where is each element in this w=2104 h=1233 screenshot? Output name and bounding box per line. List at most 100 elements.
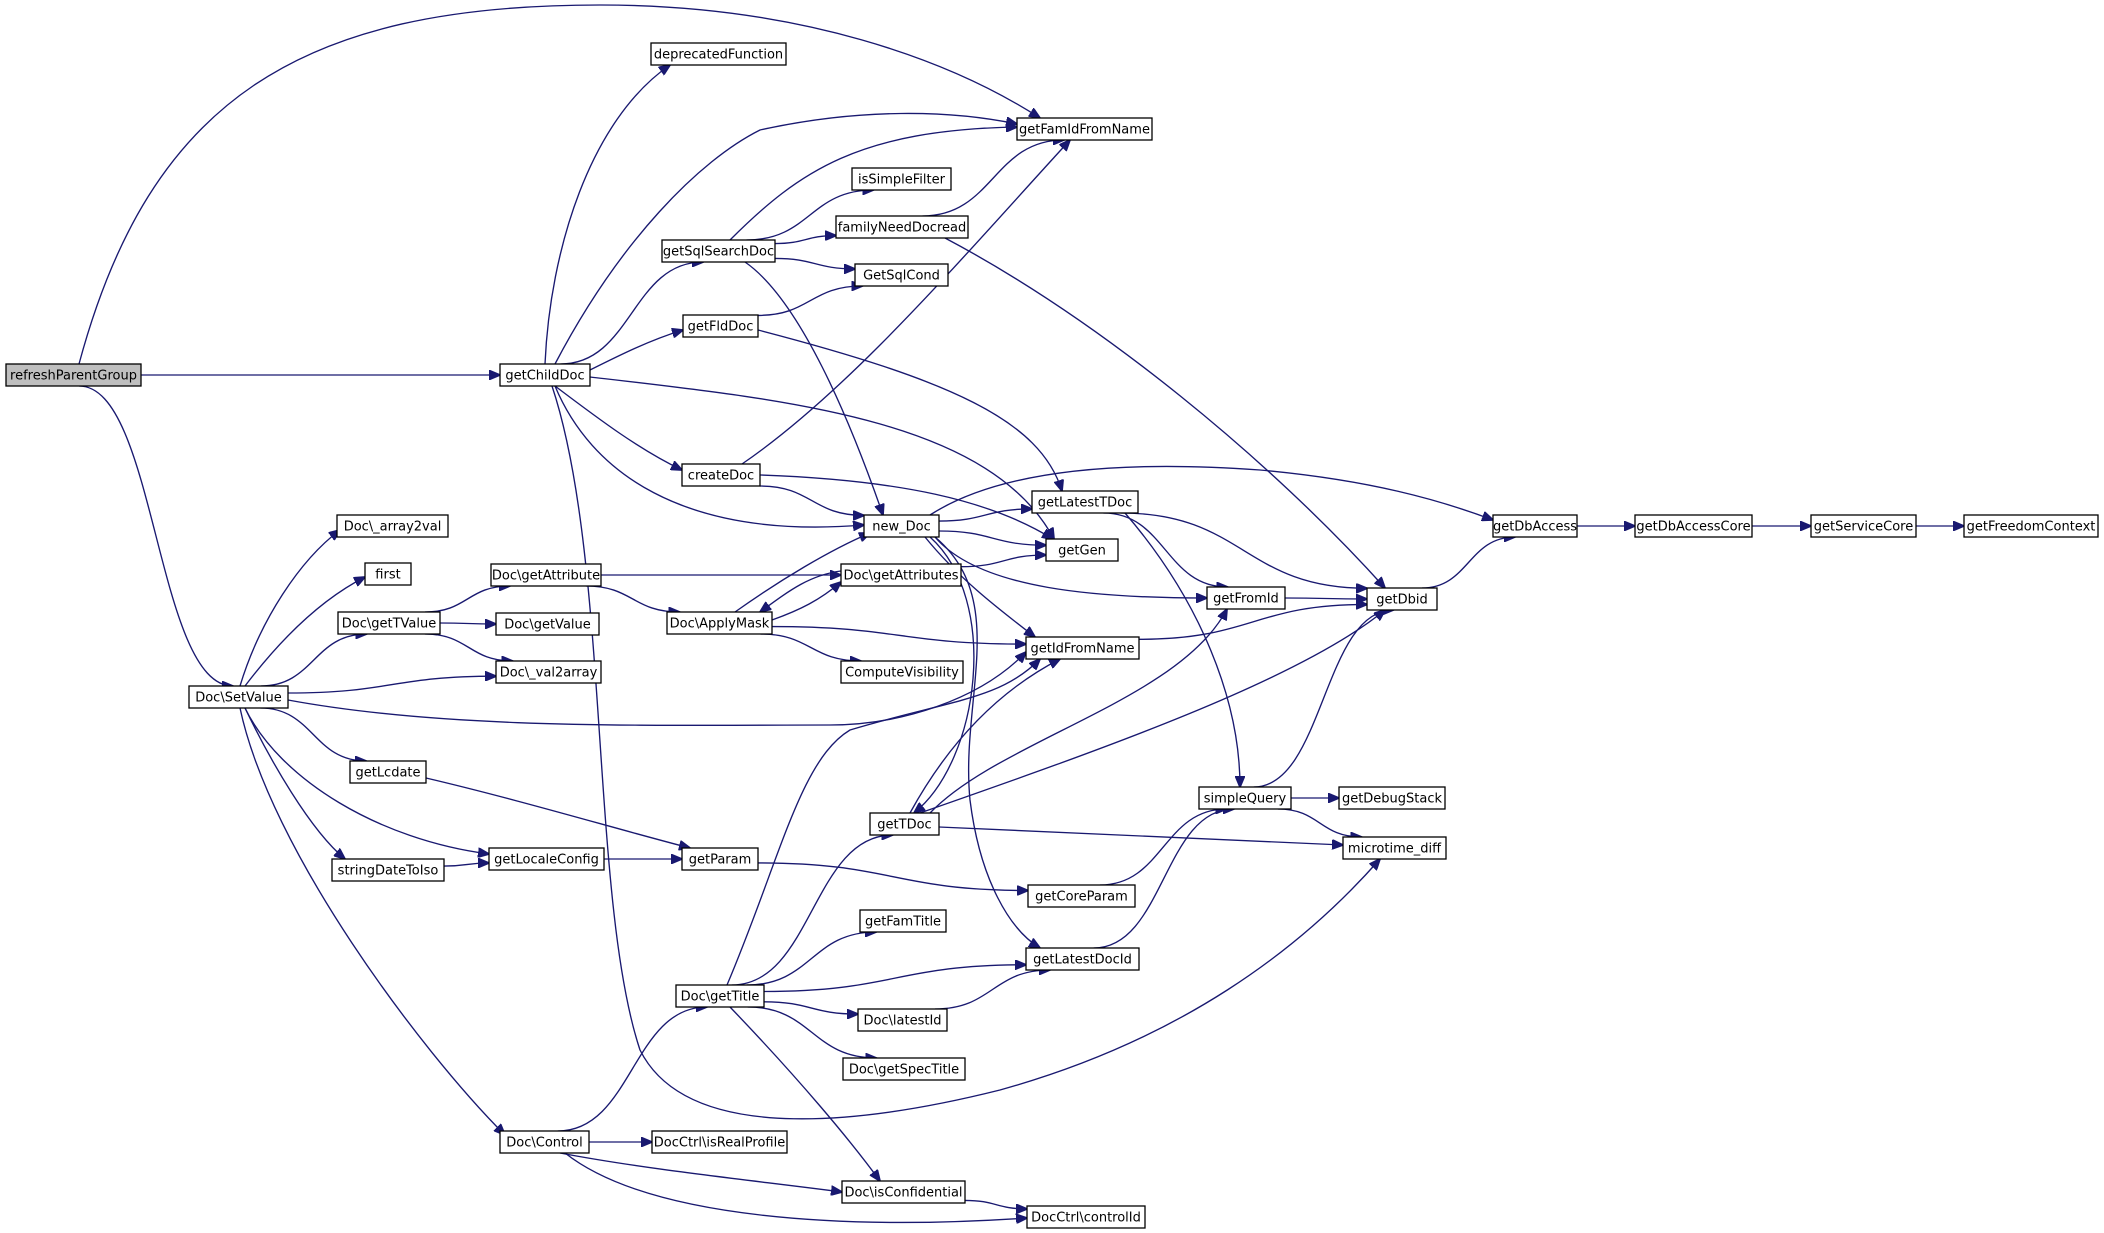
node-DocgetValue[interactable]: Doc\getValue — [495, 612, 600, 636]
node-DocgetAttribute[interactable]: Doc\getAttribute — [490, 563, 602, 587]
node-DocgetSpecTitle[interactable]: Doc\getSpecTitle — [842, 1057, 966, 1081]
node-ComputeVisibility[interactable]: ComputeVisibility — [840, 660, 964, 684]
node-box — [681, 463, 761, 487]
node-createDoc[interactable]: createDoc — [681, 463, 761, 487]
node-label: microtime_diff — [1348, 842, 1442, 857]
node-DocSetValue[interactable]: Doc\SetValue — [188, 685, 289, 709]
edge-DocisConfidential-to-DocCtrlcontrolId — [964, 1199, 1027, 1209]
edge-DocSetValue-to-DocgetTValue — [260, 634, 367, 687]
node-label: getChildDoc — [505, 369, 584, 384]
node-label: Doc\_array2val — [344, 520, 442, 535]
node-getLocaleConfig[interactable]: getLocaleConfig — [488, 847, 605, 871]
node-DocgetTitle[interactable]: Doc\getTitle — [675, 984, 765, 1008]
node-getTDoc[interactable]: getTDoc — [869, 812, 940, 836]
node-box — [840, 660, 964, 684]
node-getIdFromName[interactable]: getIdFromName — [1025, 636, 1140, 660]
edge-getLatestTDoc-to-getDbid — [1120, 512, 1367, 588]
node-stringDateToIso[interactable]: stringDateToIso — [331, 858, 445, 882]
edge-DocApplyMask-to-ComputeVisibility — [760, 633, 862, 661]
node-getFreedomContext[interactable]: getFreedomContext — [1963, 514, 2099, 538]
node-DocApplyMask[interactable]: Doc\ApplyMask — [666, 611, 773, 635]
node-DocControl[interactable]: Doc\Control — [499, 1130, 590, 1154]
node-getServiceCore[interactable]: getServiceCore — [1810, 514, 1917, 538]
node-isSimpleFilter[interactable]: isSimpleFilter — [851, 167, 952, 191]
node-box — [859, 909, 947, 933]
node-getDbid[interactable]: getDbid — [1366, 587, 1438, 611]
node-getFamTitle[interactable]: getFamTitle — [859, 909, 947, 933]
edge-getFldDoc-to-GetSqlCond — [757, 286, 863, 317]
edge-createDoc-to-getGen — [759, 474, 1053, 539]
node-deprecatedFunction[interactable]: deprecatedFunction — [650, 42, 787, 66]
node-DocCtrlcontrolId[interactable]: DocCtrl\controlId — [1026, 1205, 1146, 1229]
node-box — [349, 760, 427, 784]
node-getChildDoc[interactable]: getChildDoc — [499, 363, 591, 387]
edge-new_Doc-to-getGen — [938, 530, 1046, 545]
node-box — [5, 363, 142, 387]
node-DocgetTValue[interactable]: Doc\getTValue — [337, 611, 441, 635]
node-new_Doc[interactable]: new_Doc — [863, 514, 940, 538]
node-DocisConfidential[interactable]: Doc\isConfidential — [841, 1180, 966, 1204]
node-getDebugStack[interactable]: getDebugStack — [1338, 786, 1446, 810]
node-getCoreParam[interactable]: getCoreParam — [1027, 884, 1136, 908]
node-getSqlSearchDoc[interactable]: getSqlSearchDoc — [661, 239, 776, 263]
node-DocCtrlisRealProfile[interactable]: DocCtrl\isRealProfile — [651, 1130, 788, 1154]
nodes-layer: refreshParentGroup getChildDocDoc\SetValu… — [5, 42, 2099, 1229]
edge-getSqlSearchDoc-to-isSimpleFilter — [746, 190, 874, 241]
node-getLcdate[interactable]: getLcdate — [349, 760, 427, 784]
edge-getChildDoc-to-new_Doc — [554, 385, 864, 527]
node-label: getIdFromName — [1031, 642, 1135, 657]
node-refreshParentGroup[interactable]: refreshParentGroup — [5, 363, 142, 387]
edge-getIdFromName-to-getDbid — [1138, 604, 1367, 640]
edge-simpleQuery-to-microtime_diff — [1277, 808, 1362, 837]
node-DoclatestId[interactable]: Doc\latestId — [857, 1008, 948, 1032]
node-simpleQuery[interactable]: simpleQuery — [1198, 786, 1292, 810]
node-label: getFamIdFromName — [1019, 123, 1150, 138]
node-getDbAccessCore[interactable]: getDbAccessCore — [1634, 514, 1753, 538]
node-label: Doc\getAttribute — [492, 569, 600, 584]
node-getFldDoc[interactable]: getFldDoc — [682, 314, 759, 338]
node-box — [1045, 538, 1119, 562]
node-box — [857, 1008, 948, 1032]
node-label: getTDoc — [877, 818, 931, 833]
edge-new_Doc-to-getFromId — [934, 536, 1207, 598]
node-box — [650, 42, 787, 66]
node-Doc_array2val[interactable]: Doc\_array2val — [336, 514, 449, 538]
node-box — [1963, 514, 2099, 538]
edge-DocApplyMask-to-new_Doc — [734, 533, 870, 613]
node-label: deprecatedFunction — [654, 48, 783, 63]
edge-getChildDoc-to-createDoc — [554, 385, 682, 470]
node-label: GetSqlCond — [863, 269, 940, 284]
edge-familyNeedDocread-to-getDbid — [944, 237, 1385, 588]
edge-DocgetTitle-to-DoclatestId — [763, 1001, 858, 1014]
node-getFromId[interactable]: getFromId — [1206, 586, 1286, 610]
node-DocgetAttributes[interactable]: Doc\getAttributes — [840, 563, 962, 587]
node-getDbAccess[interactable]: getDbAccess — [1492, 514, 1578, 538]
node-box — [336, 514, 449, 538]
edge-getLatestTDoc-to-getFromId — [1103, 512, 1227, 587]
node-box — [661, 239, 776, 263]
node-getGen[interactable]: getGen — [1045, 538, 1119, 562]
node-label: getServiceCore — [1814, 520, 1913, 535]
node-microtime_diff[interactable]: microtime_diff — [1342, 836, 1447, 860]
edge-DocSetValue-to-DocControl — [239, 707, 505, 1135]
node-getParam[interactable]: getParam — [681, 847, 759, 871]
edge-getLcdate-to-getParam — [425, 777, 690, 848]
edge-getFromId-to-getDbid — [1284, 598, 1367, 599]
node-Doc_val2array[interactable]: Doc\_val2array — [495, 660, 602, 684]
node-getLatestDocId[interactable]: getLatestDocId — [1025, 947, 1140, 971]
node-first[interactable]: first — [364, 562, 412, 586]
node-label: getLatestDocId — [1033, 953, 1132, 968]
node-label: Doc\isConfidential — [844, 1186, 962, 1201]
node-box — [1025, 947, 1140, 971]
edge-DocgetAttribute-to-DocApplyMask — [585, 585, 680, 612]
node-box — [1338, 786, 1446, 810]
edge-DocSetValue-to-getLocaleConfig — [244, 707, 489, 854]
node-getLatestTDoc[interactable]: getLatestTDoc — [1031, 490, 1139, 514]
edge-refreshParentGroup-to-getFamIdFromName — [78, 4, 1040, 365]
node-label: Doc\getValue — [504, 618, 591, 633]
node-getFamIdFromName[interactable]: getFamIdFromName — [1016, 117, 1153, 141]
edge-DocApplyMask-to-getIdFromName — [771, 625, 1026, 645]
node-familyNeedDocread[interactable]: familyNeedDocread — [835, 215, 969, 239]
node-label: Doc\getAttributes — [843, 569, 958, 584]
node-GetSqlCond[interactable]: GetSqlCond — [854, 263, 949, 287]
